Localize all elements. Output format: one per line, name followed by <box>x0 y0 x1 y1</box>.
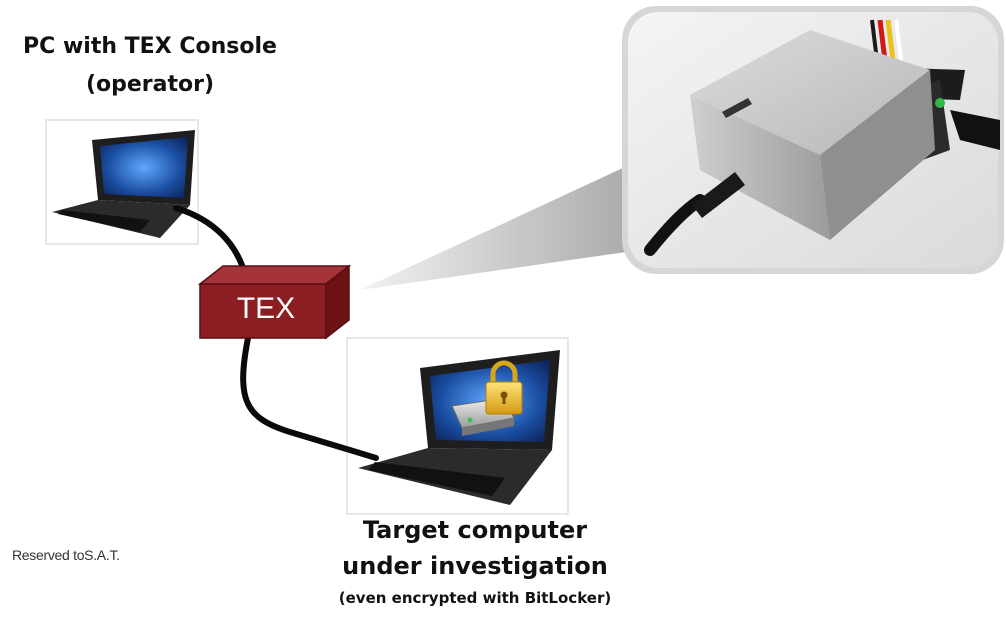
target-laptop <box>346 337 569 515</box>
device-photo <box>622 6 1004 274</box>
reserved-note: Reserved toS.A.T. <box>12 547 120 563</box>
target-subtitle: (even encrypted with BitLocker) <box>338 589 612 607</box>
tex-device-label: TEX <box>236 292 296 325</box>
laptop-icon <box>52 130 195 238</box>
target-title: Target computer under investigation (eve… <box>310 512 640 610</box>
lock-icon <box>485 360 523 415</box>
callout-pointer <box>360 160 640 290</box>
operator-title: PC with TEX Console (operator) <box>0 28 300 104</box>
operator-title-line1: PC with TEX Console <box>23 34 277 59</box>
cable-tex-to-target <box>240 335 379 461</box>
tex-device-box <box>197 264 352 340</box>
target-title-line1: Target computer <box>362 516 588 544</box>
operator-title-line2: (operator) <box>85 72 215 97</box>
operator-laptop <box>45 119 199 245</box>
target-title-line2: under investigation <box>342 552 608 580</box>
